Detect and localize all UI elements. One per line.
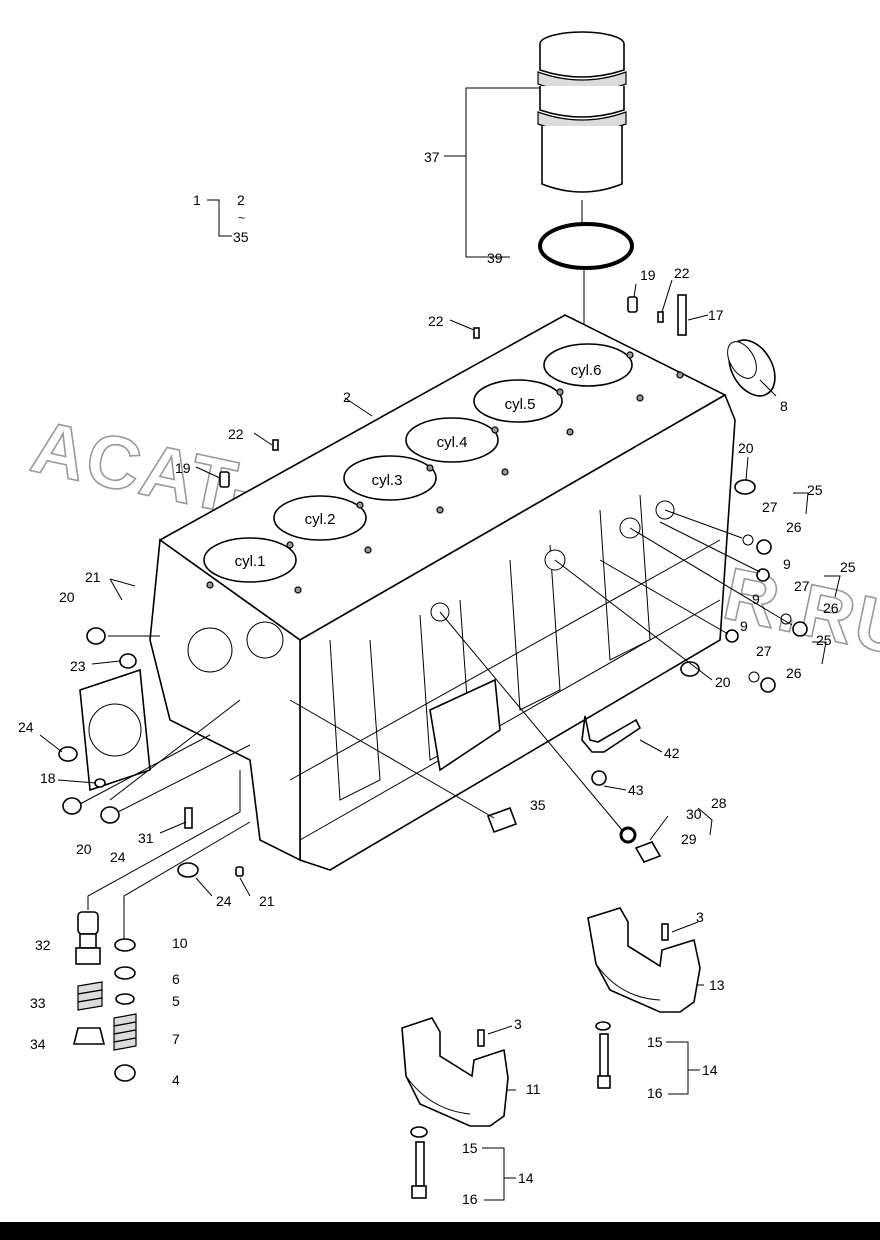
group-note-tilde: ~ (238, 211, 245, 225)
callout-14-left: 14 (518, 1170, 534, 1186)
callout-28: 28 (711, 795, 727, 811)
callout-22-left: 22 (228, 426, 244, 442)
callout-26-low: 26 (786, 665, 802, 681)
callout-25-top: 25 (807, 482, 823, 498)
callout-3-left: 3 (514, 1016, 522, 1032)
callout-20-left: 20 (59, 589, 75, 605)
callout-24-left: 24 (18, 719, 34, 735)
callout-13: 13 (709, 977, 725, 993)
callout-16-right: 16 (647, 1085, 663, 1101)
callout-22-right: 22 (674, 265, 690, 281)
callout-5: 5 (172, 993, 180, 1009)
callout-numbers: 37 39 2 22 22 22 19 19 17 8 20 25 27 26 … (18, 149, 856, 1207)
callout-27-top: 27 (762, 499, 778, 515)
callout-26-top: 26 (786, 519, 802, 535)
group-note-from: 2 (237, 192, 245, 208)
callout-20-mid: 20 (715, 674, 731, 690)
callout-32: 32 (35, 937, 51, 953)
callout-3-right: 3 (696, 909, 704, 925)
callout-34: 34 (30, 1036, 46, 1052)
callout-39: 39 (487, 250, 503, 266)
callout-22-top: 22 (428, 313, 444, 329)
callout-6: 6 (172, 971, 180, 987)
callout-24-low: 24 (216, 893, 232, 909)
callout-9-top: 9 (783, 556, 791, 572)
spring-33 (77, 981, 103, 1011)
cylinder-3-label: cyl.3 (372, 472, 403, 489)
liner-seal-ring (538, 222, 634, 352)
callout-25-low: 25 (816, 632, 832, 648)
callout-20-low: 20 (76, 841, 92, 857)
callout-43: 43 (628, 782, 644, 798)
callout-15-left: 15 (462, 1140, 478, 1156)
cylinder-block (79, 314, 736, 871)
small-parts (58, 294, 808, 878)
callout-35: 35 (530, 797, 546, 813)
callout-7: 7 (172, 1031, 180, 1047)
cylinder-4-label: cyl.4 (437, 434, 468, 451)
cylinder-5-label: cyl.5 (505, 396, 536, 413)
main-bearing-cap-13 (587, 907, 701, 1089)
cylinder-1-label: cyl.1 (235, 553, 266, 570)
callout-18: 18 (40, 770, 56, 786)
callout-2: 2 (343, 389, 351, 405)
cylinder-liner (537, 31, 627, 222)
cylinder-6-label: cyl.6 (571, 362, 602, 379)
callout-17: 17 (708, 307, 724, 323)
callout-11: 11 (526, 1081, 541, 1097)
callout-9-mid: 9 (752, 591, 760, 607)
main-bearing-cap-11 (401, 1017, 509, 1199)
callout-30: 30 (686, 806, 702, 822)
tappet-stack (72, 911, 137, 1082)
spring-7 (113, 1013, 137, 1051)
cylinder-2-label: cyl.2 (305, 511, 336, 528)
group-note-to: 35 (233, 229, 249, 245)
cylinder-labels: cyl.1 cyl.2 cyl.3 cyl.4 cyl.5 cyl.6 (235, 362, 602, 570)
callout-24-mid: 24 (110, 849, 126, 865)
callout-21-low: 21 (259, 893, 275, 909)
bottom-black-bar (0, 1222, 880, 1240)
callout-23: 23 (70, 658, 86, 674)
callout-27-mid: 27 (794, 578, 810, 594)
group-note: 1 2 ~ 35 (193, 192, 249, 245)
group-note-main: 1 (193, 192, 201, 208)
callout-4: 4 (172, 1072, 180, 1088)
callout-20-right: 20 (738, 440, 754, 456)
leader-lines (39, 87, 841, 1201)
callout-26-mid: 26 (823, 600, 839, 616)
callout-33: 33 (30, 995, 46, 1011)
callout-37: 37 (424, 149, 440, 165)
callout-10: 10 (172, 935, 188, 951)
callout-15-right: 15 (647, 1034, 663, 1050)
callout-19-left: 19 (175, 460, 191, 476)
callout-25-mid: 25 (840, 559, 856, 575)
callout-29: 29 (681, 831, 697, 847)
callout-42: 42 (664, 745, 680, 761)
callout-21-top: 21 (85, 569, 101, 585)
callout-27-low: 27 (756, 643, 772, 659)
callout-31: 31 (138, 830, 154, 846)
callout-8: 8 (780, 398, 788, 414)
callout-9-low: 9 (740, 618, 748, 634)
callout-19-top: 19 (640, 267, 656, 283)
cam-bushing (727, 339, 776, 397)
callout-14-right: 14 (702, 1062, 718, 1078)
callout-16-left: 16 (462, 1191, 478, 1207)
